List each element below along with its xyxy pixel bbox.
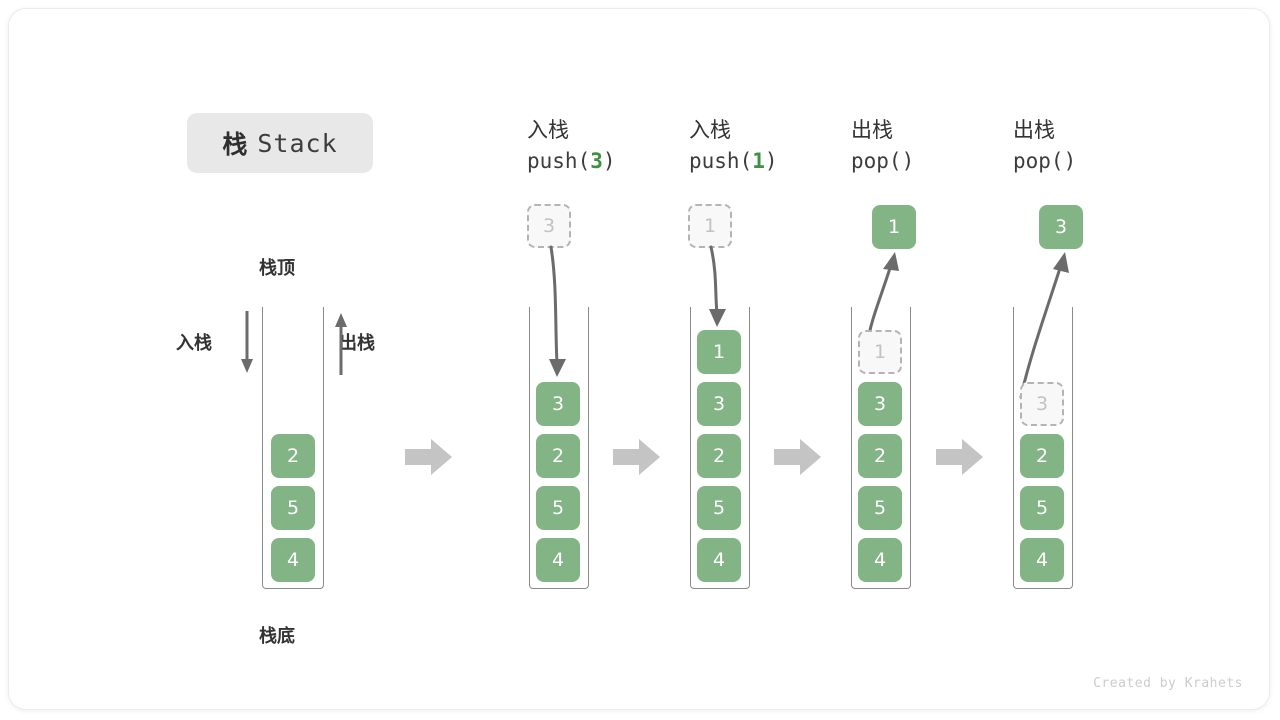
- stack-element: 2: [1020, 434, 1064, 478]
- stack-element: 4: [1020, 538, 1064, 582]
- pop-label: 出栈: [339, 333, 375, 354]
- transition-arrow: [613, 439, 660, 475]
- stack-element: 5: [271, 486, 315, 530]
- footer-credit: Created by Krahets: [1093, 676, 1243, 691]
- stack-element: 2: [536, 434, 580, 478]
- stack-container-wall: [690, 307, 750, 589]
- column-header-chinese: 入栈: [527, 118, 569, 142]
- popped-element: 3: [1039, 205, 1083, 249]
- code-argument: 3: [590, 149, 603, 173]
- popped-element-ghost: 3: [1020, 382, 1064, 426]
- push-curve-arrow: [709, 245, 726, 327]
- stack-element: 4: [697, 538, 741, 582]
- stack-bottom-label: 栈底: [259, 626, 295, 647]
- stack-container-wall: [1013, 307, 1073, 589]
- diagram-title-chip: 栈 Stack: [187, 113, 373, 173]
- transition-arrow: [405, 439, 452, 475]
- stack-element: 4: [271, 538, 315, 582]
- stack-element: 5: [858, 486, 902, 530]
- push-curve-arrow: [549, 245, 566, 377]
- pop-direction-arrow: [335, 313, 347, 375]
- column-header-chinese: 出栈: [851, 118, 893, 142]
- push-direction-arrow: [241, 311, 253, 373]
- column-header-code: push(3): [527, 149, 616, 173]
- incoming-element-ghost: 3: [527, 204, 571, 248]
- column-header-push-3: 入栈 push(3): [527, 115, 707, 177]
- stack-element: 2: [858, 434, 902, 478]
- stack-container-wall: [262, 307, 324, 589]
- stack-element: 4: [858, 538, 902, 582]
- stack-element: 1: [697, 330, 741, 374]
- column-header-code: pop(): [1013, 149, 1077, 173]
- stack-element: 4: [536, 538, 580, 582]
- title-english: Stack: [257, 128, 338, 158]
- stack-element: 5: [697, 486, 741, 530]
- column-header-chinese: 出栈: [1013, 118, 1055, 142]
- stack-element: 3: [858, 382, 902, 426]
- popped-element-ghost: 1: [858, 330, 902, 374]
- stack-element: 5: [1020, 486, 1064, 530]
- column-header-pop-3: 出栈 pop(): [1013, 115, 1193, 177]
- stack-container-wall: [529, 307, 589, 589]
- stack-element: 3: [697, 382, 741, 426]
- stack-element: 3: [536, 382, 580, 426]
- column-header-chinese: 入栈: [689, 118, 731, 142]
- column-header-pop-1: 出栈 pop(): [851, 115, 1031, 177]
- code-argument: 1: [752, 149, 765, 173]
- diagram-canvas: 栈 Stack 栈顶 栈底 入栈 出栈 2 5 4 入栈 push(3) 3 3: [8, 8, 1270, 710]
- stack-element: 5: [536, 486, 580, 530]
- transition-arrow: [774, 439, 821, 475]
- stack-top-label: 栈顶: [259, 258, 295, 279]
- title-chinese: 栈: [222, 130, 248, 159]
- stack-container-wall: [851, 307, 911, 589]
- stack-element: 2: [697, 434, 741, 478]
- stack-element: 2: [271, 434, 315, 478]
- transition-arrow: [936, 439, 983, 475]
- push-label: 入栈: [176, 333, 212, 354]
- column-header-push-1: 入栈 push(1): [689, 115, 869, 177]
- incoming-element-ghost: 1: [688, 204, 732, 248]
- popped-element: 1: [872, 205, 916, 249]
- column-header-code: pop(): [851, 149, 915, 173]
- column-header-code: push(1): [689, 149, 778, 173]
